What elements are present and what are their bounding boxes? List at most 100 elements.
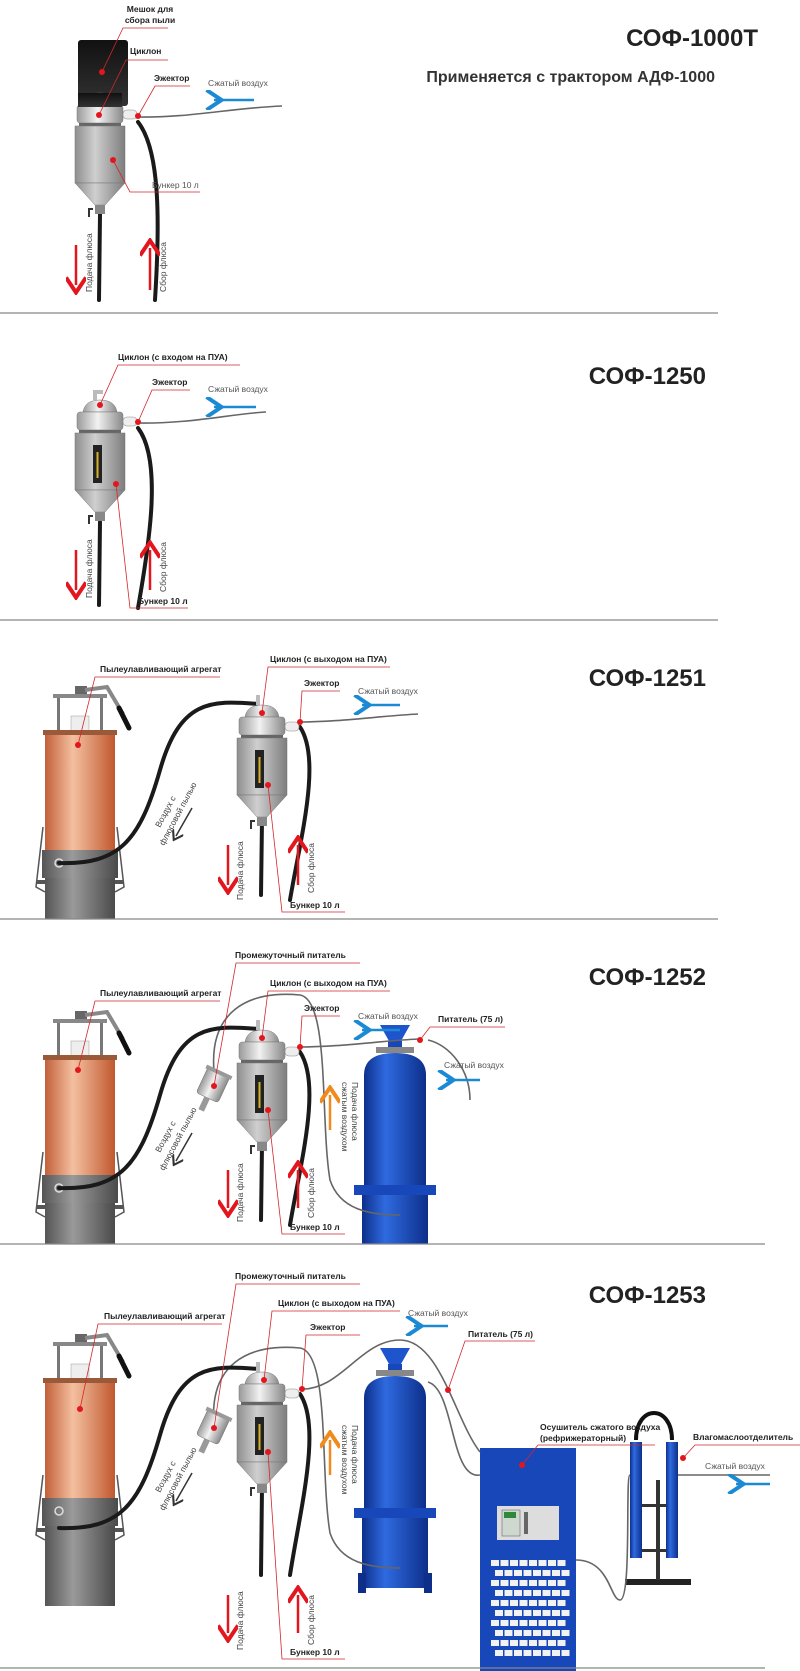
feed-air-label-2: сжатым воздухом xyxy=(340,1082,350,1152)
bag-label-2: сбора пыли xyxy=(125,15,175,25)
collect-hose xyxy=(288,1392,312,1577)
hopper-label: Бункер 10 л xyxy=(290,1222,340,1232)
vent-slot xyxy=(533,1610,541,1616)
vent-slot xyxy=(538,1640,547,1646)
dryer-vents xyxy=(491,1560,570,1656)
vent-slot xyxy=(529,1620,537,1626)
dryer-separator-hose xyxy=(575,1474,631,1601)
vent-slot xyxy=(548,1560,556,1566)
vent-slot xyxy=(542,1610,551,1616)
ejector-label: Эжектор xyxy=(154,73,189,83)
feed-air-label-1: Подача флюса xyxy=(350,1082,360,1141)
vent-slot xyxy=(533,1650,541,1656)
feed-hose xyxy=(259,1485,264,1577)
air-hose xyxy=(298,713,419,723)
cyclone xyxy=(236,1371,300,1497)
feeder xyxy=(354,1025,436,1244)
vent-slot xyxy=(500,1560,509,1566)
vent-slot xyxy=(495,1630,503,1636)
vent-slot xyxy=(542,1650,551,1656)
collector-label: Пылеулавливающий агрегат xyxy=(100,664,221,674)
ejector-label: Эжектор xyxy=(152,377,187,387)
vent-slot xyxy=(510,1560,518,1566)
feed-air-label-1: Подача флюса xyxy=(350,1425,360,1484)
vent-slot xyxy=(523,1630,532,1636)
air2-label: Сжатый воздух xyxy=(705,1461,766,1471)
feed-label: Подача флюса xyxy=(84,539,94,598)
bag-label-1: Мешок для xyxy=(127,4,173,14)
section-subtitle: Применяется с трактором АДФ-1000 xyxy=(426,69,715,86)
collect-hose xyxy=(136,426,154,610)
level-window xyxy=(255,1075,264,1113)
feeder-label: Питатель (75 л) xyxy=(468,1329,533,1339)
vent-slot xyxy=(514,1630,522,1636)
intermediate-label: Промежуточный питатель xyxy=(235,950,346,960)
cyclone-label: Циклон (с входом на ПУА) xyxy=(118,352,228,362)
air-hose xyxy=(136,105,283,118)
section-title: СОФ-1250 xyxy=(589,363,706,390)
vent-slot xyxy=(523,1570,532,1576)
vent-slot xyxy=(561,1630,570,1636)
vent-slot xyxy=(519,1560,528,1566)
hopper-label: Бункер 10 л xyxy=(290,900,340,910)
collector-label: Пылеулавливающий агрегат xyxy=(104,1311,225,1321)
vent-slot xyxy=(504,1650,513,1656)
feeder-air-hose xyxy=(427,1039,471,1101)
section-title: СОФ-1000Т xyxy=(626,25,758,52)
cyclone xyxy=(236,704,300,830)
vent-slot xyxy=(529,1580,537,1586)
air-label: Сжатый воздух xyxy=(208,78,269,88)
feed-label: Подача флюса xyxy=(84,233,94,292)
level-window xyxy=(93,445,102,483)
vent-slot xyxy=(519,1600,528,1606)
vent-slot xyxy=(533,1590,541,1596)
vent-slot xyxy=(514,1590,522,1596)
dust-arrow-icon xyxy=(176,807,193,836)
cyclone-label: Циклон (с выходом на ПУА) xyxy=(270,654,387,664)
air-hose xyxy=(298,1038,419,1048)
section-sof-1252: СОФ-1252 Промежуточный питатель Пылеулав… xyxy=(0,950,765,1245)
dust-collector xyxy=(36,1334,129,1606)
cyclone-label: Циклон (с выходом на ПУА) xyxy=(270,978,387,988)
vent-slot xyxy=(491,1620,499,1626)
vent-slot xyxy=(557,1560,566,1566)
ejector-label: Эжектор xyxy=(304,1003,339,1013)
cyclone xyxy=(236,1029,300,1155)
vent-slot xyxy=(548,1620,556,1626)
vent-slot xyxy=(504,1610,513,1616)
section-title: СОФ-1252 xyxy=(589,964,706,991)
vent-slot xyxy=(519,1640,528,1646)
vent-slot xyxy=(491,1640,499,1646)
separator-label: Влагомаслоотделитель xyxy=(693,1432,793,1442)
vent-slot xyxy=(529,1600,537,1606)
vent-slot xyxy=(495,1590,503,1596)
vent-slot xyxy=(538,1600,547,1606)
collect-hose xyxy=(288,725,312,902)
dust-hose xyxy=(57,700,260,866)
feed-label: Подача флюса xyxy=(235,1591,245,1650)
vent-slot xyxy=(548,1600,556,1606)
air-label: Сжатый воздух xyxy=(208,384,269,394)
feed-hose xyxy=(259,818,264,897)
vent-slot xyxy=(561,1650,570,1656)
section-sof-1250: СОФ-1250 Циклон (с входом на ПУА) Эжекто… xyxy=(0,352,718,621)
vent-slot xyxy=(504,1570,513,1576)
vent-slot xyxy=(538,1620,547,1626)
vent-slot xyxy=(510,1640,518,1646)
vent-slot xyxy=(557,1580,566,1586)
vent-slot xyxy=(491,1600,499,1606)
intermediate-label: Промежуточный питатель xyxy=(235,1271,346,1281)
vent-slot xyxy=(504,1630,513,1636)
transport-hose xyxy=(212,993,401,1216)
vent-slot xyxy=(495,1570,503,1576)
vent-slot xyxy=(495,1610,503,1616)
ejector-label: Эжектор xyxy=(310,1322,345,1332)
vent-slot xyxy=(504,1590,513,1596)
feeder-air-hose xyxy=(427,1381,481,1476)
vent-slot xyxy=(491,1560,499,1566)
vent-slot xyxy=(538,1580,547,1586)
vent-slot xyxy=(548,1580,556,1586)
vent-slot xyxy=(514,1650,522,1656)
collect-label: Сбор флюса xyxy=(306,1595,316,1645)
